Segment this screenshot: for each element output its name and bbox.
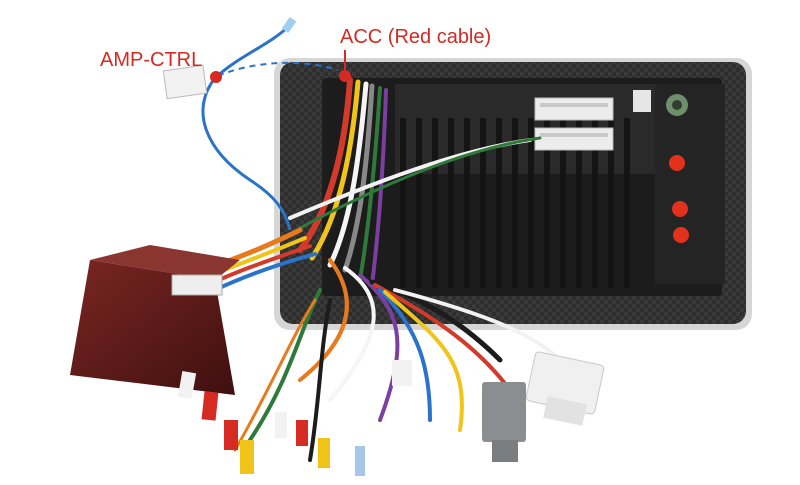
gray-connector — [482, 382, 526, 462]
amp-ctrl-wire — [162, 16, 339, 231]
amp-ctrl-label: AMP-CTRL — [100, 49, 203, 71]
red-button-icon — [669, 155, 689, 243]
white-connector — [525, 351, 605, 426]
marker-dots — [210, 50, 351, 83]
heatsink-module — [322, 78, 725, 296]
canbus-box — [70, 245, 240, 395]
unit-connectors — [534, 90, 651, 151]
acc-label: ACC (Red cable) — [340, 26, 492, 48]
antenna-connector-icon — [666, 94, 688, 116]
rca-plug-icon — [177, 360, 412, 476]
